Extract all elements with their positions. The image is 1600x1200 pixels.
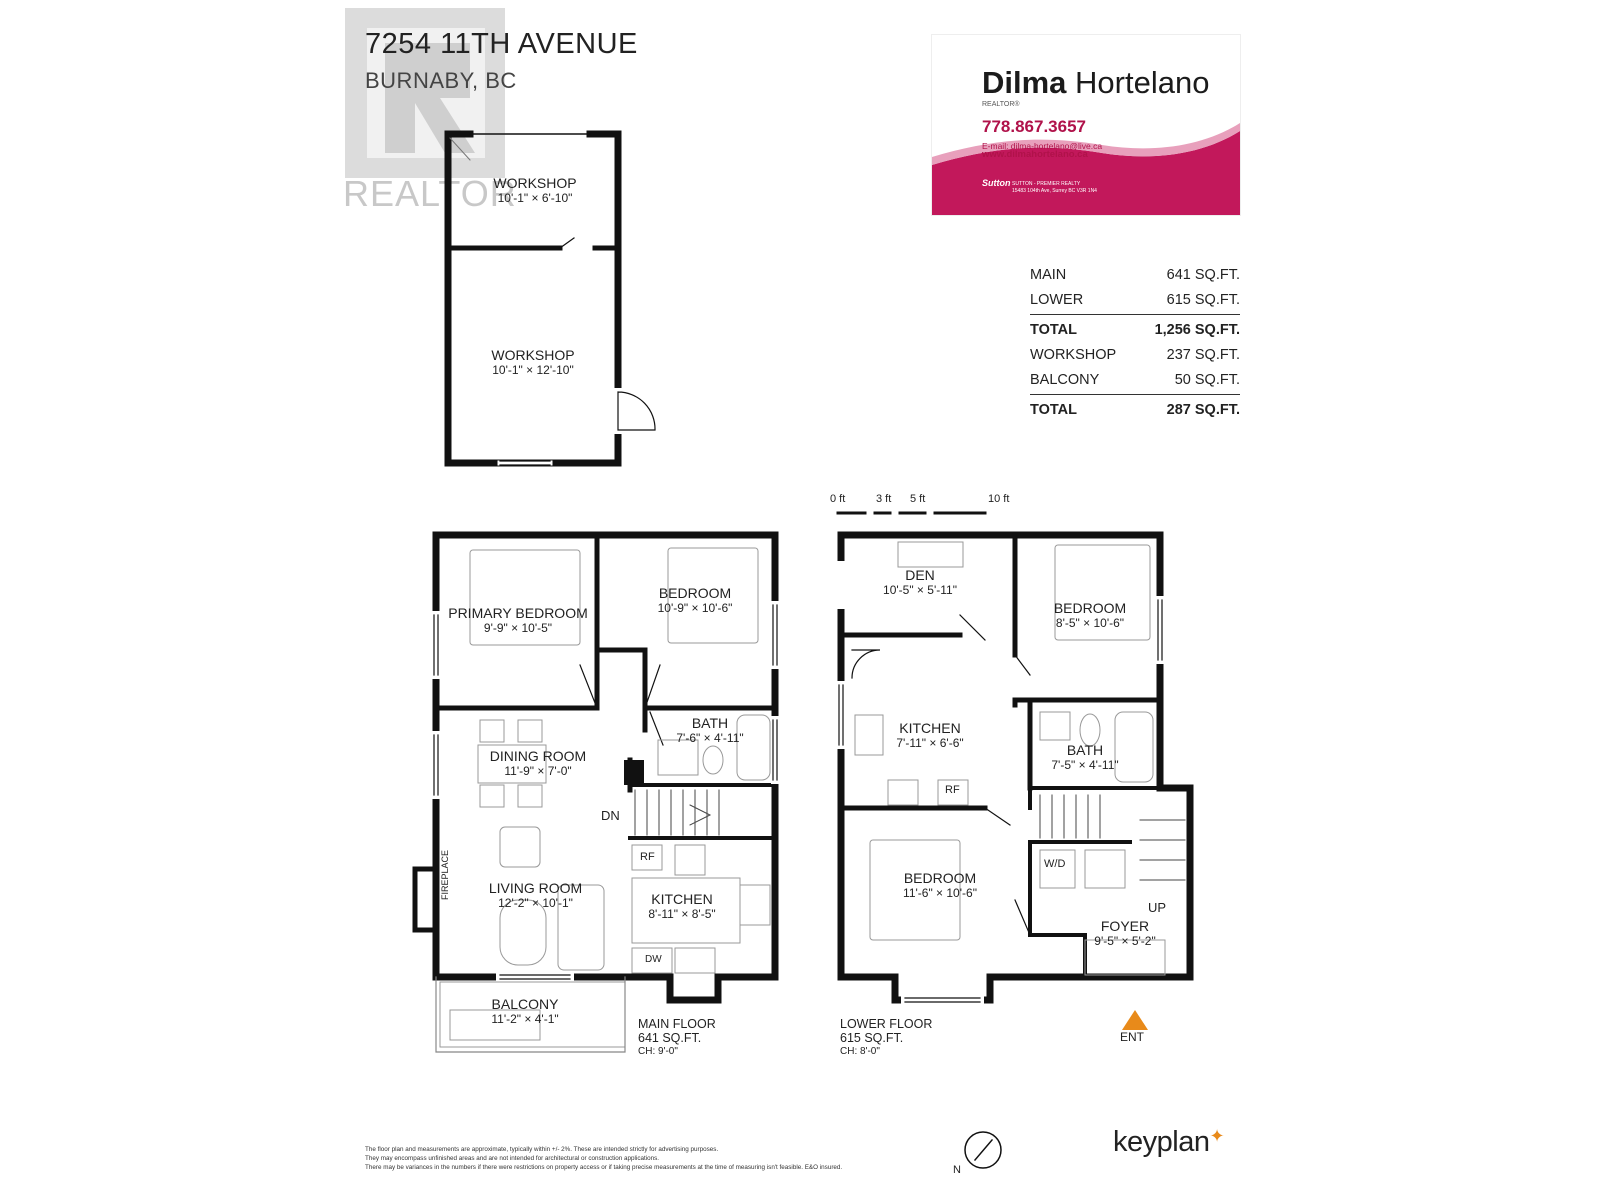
lower-fridge-label: RF — [945, 784, 960, 796]
main-floor-plan — [412, 531, 779, 1053]
brokerage-logo: Sutton — [982, 178, 1011, 188]
brokerage-info: SUTTON - PREMIER REALTY 15483 104th Ave,… — [1012, 181, 1097, 194]
room-label-workshop-lower: WORKSHOP 10'-1" × 12'-10" — [491, 347, 575, 377]
fireplace-label: FIREPLACE — [440, 849, 450, 900]
entrance-label: ENT — [1120, 1030, 1144, 1044]
keyplan-logo: keyplan✦ — [1113, 1126, 1225, 1158]
stairs-up-label: UP — [1148, 900, 1167, 915]
entrance-arrow-icon — [1122, 1010, 1148, 1030]
agent-phone[interactable]: 778.867.3657 — [982, 117, 1086, 136]
compass-icon — [964, 1131, 1002, 1169]
washer-dryer-label: W/D — [1044, 858, 1066, 870]
scale-label-10: 10 ft — [988, 493, 1010, 505]
agent-website[interactable]: www.dilmahortelano.ca — [982, 149, 1088, 160]
keyplan-mark-icon: ✦ — [1209, 1126, 1225, 1146]
realtor-watermark-text: REALTOR — [343, 173, 517, 214]
workshop-plan — [444, 130, 656, 467]
main-floor-info: MAIN FLOOR 641 SQ.FT. CH: 9'-0" — [638, 1017, 716, 1057]
disclaimer: The floor plan and measurements are appr… — [365, 1146, 843, 1171]
page-title: 7254 11TH AVENUE — [365, 28, 638, 60]
stairs-down-label: DN — [601, 808, 620, 823]
agent-email[interactable]: E-mail: dilma-hortelano@live.ca — [982, 141, 1103, 151]
scale-label-0: 0 ft — [830, 493, 846, 505]
room-label-workshop-upper: WORKSHOP 10'-1" × 6'-10" — [493, 175, 577, 205]
scale-label-3: 3 ft — [876, 493, 892, 505]
agent-designation: REALTOR® — [982, 101, 1020, 108]
compass-north-label: N — [953, 1164, 961, 1176]
agent-business-card: Dilma Hortelano REALTOR® 778.867.3657 E-… — [932, 35, 1240, 215]
page-subtitle: BURNABY, BC — [365, 68, 517, 93]
main-fridge-label: RF — [640, 851, 655, 863]
lower-floor-info: LOWER FLOOR 615 SQ.FT. CH: 8'-0" — [840, 1017, 933, 1057]
scale-label-5: 5 ft — [910, 493, 926, 505]
agent-name: Dilma Hortelano — [982, 65, 1210, 100]
realtor-watermark — [345, 8, 505, 178]
dishwasher-label: DW — [645, 954, 662, 965]
lower-floor-plan — [837, 531, 1194, 1004]
